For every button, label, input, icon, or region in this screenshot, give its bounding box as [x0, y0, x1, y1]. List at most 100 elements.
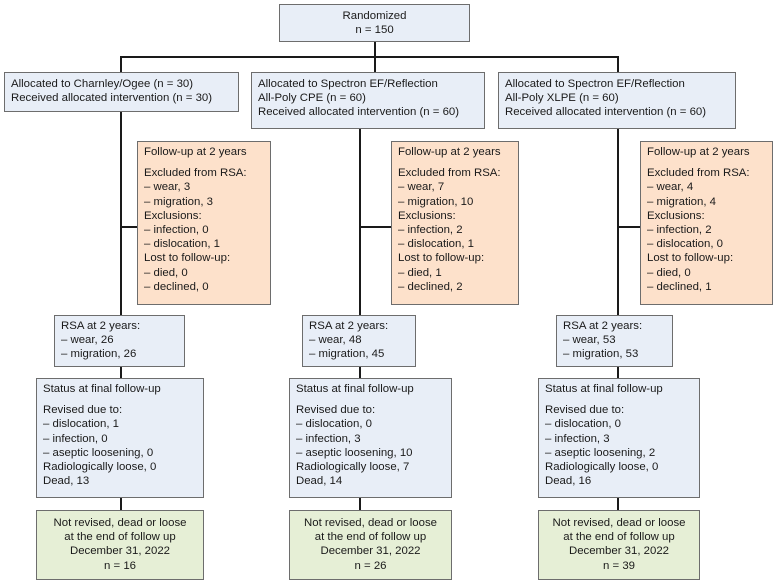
connector-arm2-to-followup	[359, 226, 391, 228]
arm1-followup-line: – died, 0	[144, 266, 188, 279]
arm3-followup-box: Follow-up at 2 years Excluded from RSA: …	[640, 141, 773, 305]
arm3-followup-line: – infection, 2	[647, 224, 712, 237]
arm3-followup-line: – declined, 1	[647, 280, 712, 293]
arm1-allocated-line: Received allocated intervention (n = 30)	[11, 92, 213, 105]
arm3-status-line: Radiologically loose, 0	[545, 461, 659, 474]
arm1-status-box: Status at final follow-up Revised due to…	[36, 378, 204, 498]
arm3-allocated-line: All-Poly XLPE (n = 60)	[505, 92, 619, 105]
arm2-allocated-line: Received allocated intervention (n = 60)	[258, 106, 460, 119]
arm3-followup-line: – dislocation, 0	[647, 238, 723, 251]
arm3-followup-line: Lost to follow-up:	[647, 252, 734, 265]
arm3-status-line: – dislocation, 0	[545, 418, 621, 431]
arm1-followup-box: Follow-up at 2 years Excluded from RSA: …	[137, 141, 271, 305]
arm1-rsa-line: – migration, 26	[61, 348, 137, 361]
arm1-status-line: – aseptic loosening, 0	[43, 446, 154, 459]
arm2-status-line: – aseptic loosening, 10	[296, 446, 413, 459]
arm2-rsa-line: – wear, 48	[309, 334, 362, 347]
connector-arm1-trunk	[120, 112, 122, 510]
connector-randomized-down	[374, 42, 376, 57]
arm2-rsa-line: RSA at 2 years:	[309, 320, 389, 332]
arm1-followup-line: Lost to follow-up:	[144, 252, 231, 265]
arm2-rsa-box: RSA at 2 years: – wear, 48 – migration, …	[302, 315, 416, 367]
arm2-status-line: Radiologically loose, 7	[296, 461, 410, 474]
arm2-status-line: Revised due to:	[296, 404, 376, 417]
arm2-followup-line: Excluded from RSA:	[398, 167, 501, 180]
arm1-followup-title: Follow-up at 2 years	[144, 146, 247, 158]
arm2-status-line: – infection, 3	[296, 432, 361, 445]
arm3-status-line: Dead, 16	[545, 475, 592, 488]
arm1-rsa-line: RSA at 2 years:	[61, 320, 141, 332]
arm2-status-line: – dislocation, 0	[296, 418, 372, 431]
arm3-status-box: Status at final follow-up Revised due to…	[538, 378, 700, 498]
arm2-status-box: Status at final follow-up Revised due to…	[289, 378, 452, 498]
arm3-allocated-line: Allocated to Spectron EF/Reflection	[505, 78, 685, 90]
arm3-rsa-line: – wear, 53	[563, 334, 616, 347]
connector-arm1-to-followup	[120, 226, 137, 228]
arm3-allocated-box: Allocated to Spectron EF/Reflection All-…	[498, 72, 736, 129]
arm3-followup-line: Exclusions:	[647, 209, 705, 222]
arm1-status-line: Revised due to:	[43, 404, 123, 417]
arm1-allocated-box: Allocated to Charnley/Ogee (n = 30) Rece…	[4, 72, 239, 112]
arm1-status-line: – dislocation, 1	[43, 418, 119, 431]
arm3-followup-line: – migration, 4	[647, 195, 717, 208]
connector-arm3-to-followup	[617, 226, 640, 228]
connector-arm2-drop	[374, 56, 376, 72]
arm3-status-title: Status at final follow-up	[545, 383, 663, 395]
arm2-followup-line: – infection, 2	[398, 224, 463, 237]
arm2-followup-line: – dislocation, 1	[398, 238, 474, 251]
arm2-status-line: Dead, 14	[296, 475, 343, 488]
randomized-label: Randomized	[342, 10, 407, 22]
arm1-status-line: Radiologically loose, 0	[43, 461, 157, 474]
arm3-followup-line: – died, 0	[647, 266, 691, 279]
arm3-final-box: Not revised, dead or loose at the end of…	[538, 510, 700, 580]
arm3-followup-title: Follow-up at 2 years	[647, 146, 750, 158]
arm3-status-line: – infection, 3	[545, 432, 610, 445]
arm3-final-count: n = 39	[603, 559, 635, 572]
randomized-box: Randomized n = 150	[279, 4, 470, 42]
arm1-followup-line: – migration, 3	[144, 195, 214, 208]
arm2-final-line: December 31, 2022	[320, 545, 421, 558]
connector-arm1-drop	[120, 56, 122, 72]
arm3-status-line: Revised due to:	[545, 404, 625, 417]
arm2-followup-title: Follow-up at 2 years	[398, 146, 501, 158]
arm1-final-count: n = 16	[104, 559, 136, 572]
arm2-allocated-line: All-Poly CPE (n = 60)	[258, 92, 366, 105]
arm2-followup-line: Exclusions:	[398, 209, 456, 222]
arm1-status-line: Dead, 13	[43, 475, 90, 488]
arm3-final-line: December 31, 2022	[568, 545, 670, 558]
arm1-allocated-line: Allocated to Charnley/Ogee (n = 30)	[11, 78, 194, 90]
arm2-followup-line: – declined, 2	[398, 280, 463, 293]
arm1-rsa-line: – wear, 26	[61, 334, 114, 347]
arm3-rsa-box: RSA at 2 years: – wear, 53 – migration, …	[556, 315, 673, 367]
arm2-allocated-line: Allocated to Spectron EF/Reflection	[258, 78, 438, 90]
arm1-followup-line: Excluded from RSA:	[144, 167, 247, 180]
arm2-status-title: Status at final follow-up	[296, 383, 414, 395]
arm1-followup-line: – wear, 3	[144, 181, 191, 194]
connector-arm3-drop	[617, 56, 619, 72]
arm3-allocated-line: Received allocated intervention (n = 60)	[505, 106, 707, 119]
arm2-followup-line: Lost to follow-up:	[398, 252, 485, 265]
arm2-followup-line: – migration, 10	[398, 195, 474, 208]
arm1-followup-line: – infection, 0	[144, 224, 209, 237]
arm3-final-line: Not revised, dead or loose	[552, 517, 686, 529]
arm3-followup-line: Excluded from RSA:	[647, 167, 750, 180]
arm2-rsa-line: – migration, 45	[309, 348, 385, 361]
arm3-followup-line: – wear, 4	[647, 181, 694, 194]
arm1-followup-line: – dislocation, 1	[144, 238, 220, 251]
arm1-final-line: Not revised, dead or loose	[53, 517, 187, 529]
arm1-status-title: Status at final follow-up	[43, 383, 161, 395]
arm2-final-count: n = 26	[354, 559, 387, 572]
arm3-rsa-line: – migration, 53	[563, 348, 639, 361]
arm1-status-line: – infection, 0	[43, 432, 108, 445]
arm2-followup-line: – wear, 7	[398, 181, 445, 194]
arm1-final-line: December 31, 2022	[69, 545, 171, 558]
arm2-followup-box: Follow-up at 2 years Excluded from RSA: …	[391, 141, 519, 305]
arm2-allocated-box: Allocated to Spectron EF/Reflection All-…	[251, 72, 485, 129]
connector-top-horizontal	[120, 56, 619, 58]
arm1-followup-line: Exclusions:	[144, 209, 202, 222]
arm1-final-box: Not revised, dead or loose at the end of…	[36, 510, 204, 580]
arm1-followup-line: – declined, 0	[144, 280, 209, 293]
arm2-final-line: Not revised, dead or loose	[304, 517, 437, 529]
arm2-final-box: Not revised, dead or loose at the end of…	[289, 510, 452, 580]
arm1-rsa-box: RSA at 2 years: – wear, 26 – migration, …	[54, 315, 185, 367]
